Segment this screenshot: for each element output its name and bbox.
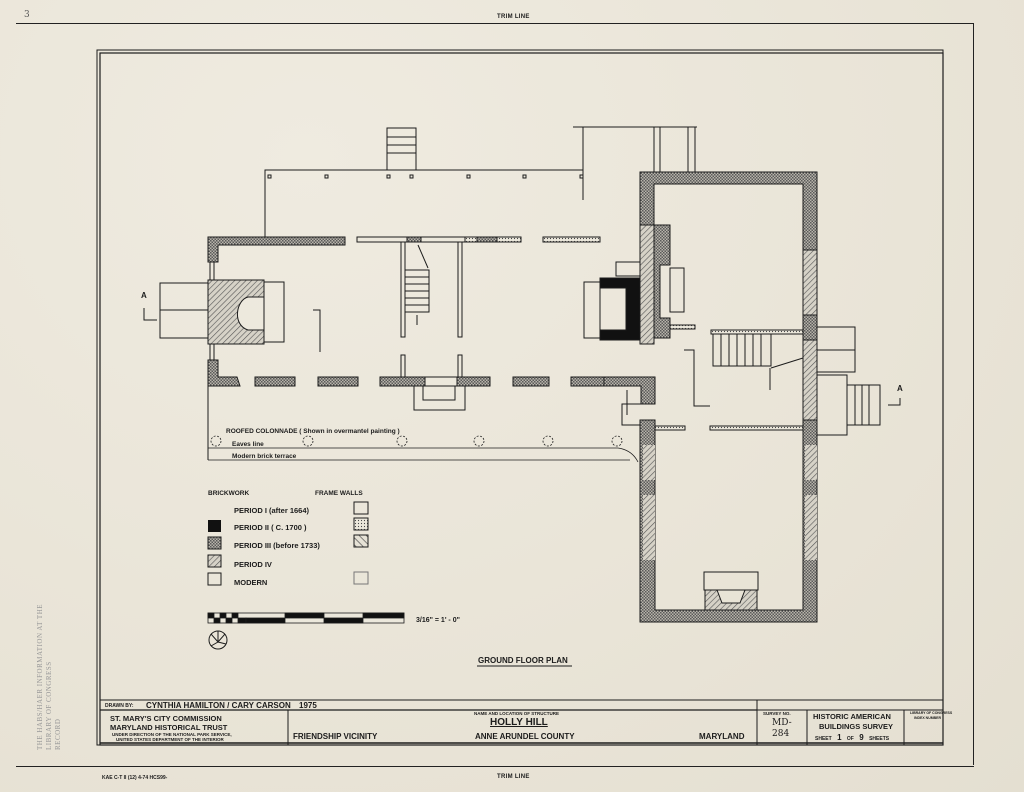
- section-marker-west: [143, 308, 157, 321]
- section-marker-west-label: A: [141, 291, 147, 300]
- sheet-label: SHEET: [815, 736, 832, 742]
- drawn-by-label: DRAWN BY:: [105, 703, 134, 709]
- county: ANNE ARUNDEL COUNTY: [475, 732, 575, 741]
- connector-lines: [621, 390, 641, 426]
- east-stair: [684, 329, 804, 407]
- legend-label: PERIOD III (before 1733): [234, 541, 320, 550]
- west-room-lines: [159, 262, 321, 460]
- terrace-label: Modern brick terrace: [232, 453, 297, 460]
- center-hall: [356, 236, 522, 411]
- vicinity: FRIENDSHIP VICINITY: [293, 732, 378, 741]
- trim-line-label-top: TRIM LINE: [497, 14, 530, 20]
- org-line-1: ST. MARY'S CITY COMMISSION: [110, 714, 222, 723]
- west-room-walls: [207, 236, 426, 387]
- eaves-line-label: Eaves line: [232, 441, 264, 448]
- library-label-2: INDEX NUMBER: [914, 716, 942, 720]
- brick-swatch-empty: [207, 572, 222, 586]
- survey-title-2: BUILDINGS SURVEY: [819, 722, 894, 731]
- legend-row-period-4: PERIOD IV: [207, 554, 272, 569]
- legend-label: PERIOD I (after 1664): [234, 506, 310, 515]
- south-wall-center: [456, 376, 656, 405]
- legend-label: PERIOD II ( C. 1700 ): [234, 523, 307, 532]
- scale-label: 3/16" = 1' - 0": [416, 617, 460, 624]
- sheet-counter: SHEET 1 OF 9 SHEETS: [815, 733, 889, 742]
- survey-no-label: SURVEY NO.: [763, 711, 791, 716]
- sheet-total: 9: [859, 733, 864, 742]
- scale-bar: [207, 612, 405, 624]
- legend-label: MODERN: [234, 578, 267, 587]
- org-line-4: UNITED STATES DEPARTMENT OF THE INTERIOR: [116, 737, 224, 742]
- drawn-by-names: CYNTHIA HAMILTON / CARY CARSON: [146, 701, 291, 710]
- trim-line-label-bottom: TRIM LINE: [497, 774, 530, 780]
- frame-swatch-diagonal: [353, 534, 369, 548]
- name-location-label: NAME AND LOCATION OF STRUCTURE: [474, 711, 559, 716]
- drawn-year: 1975: [299, 701, 317, 710]
- structure-name: HOLLY HILL: [490, 717, 548, 728]
- brick-swatch-diagonal: [207, 554, 222, 568]
- legend-row-period-3: PERIOD III (before 1733): [207, 534, 369, 550]
- east-wing-walls: [639, 171, 818, 623]
- frame-swatch-dotted: [353, 517, 369, 531]
- org-line-2: MARYLAND HISTORICAL TRUST: [110, 723, 228, 732]
- library-label-1: LIBRARY OF CONGRESS: [910, 711, 953, 715]
- survey-no-line-2: 284: [772, 729, 790, 739]
- legend-row-period-2: PERIOD II ( C. 1700 ): [208, 517, 369, 532]
- central-chimney: [542, 224, 696, 345]
- drawing-title: GROUND FLOOR PLAN: [478, 656, 568, 665]
- legend-brickwork-header: BRICKWORK: [208, 490, 249, 497]
- north-arrow-icon: [208, 630, 228, 650]
- colonnade: [208, 435, 639, 463]
- print-code: KAE C-T II (12) 4-74 HCS99-: [102, 775, 168, 781]
- legend-row-modern: MODERN: [207, 571, 369, 587]
- brick-swatch-solid: [208, 520, 221, 532]
- sheet-corner-mark: 3: [24, 10, 30, 20]
- sheets-label: SHEETS: [869, 736, 890, 742]
- inner-border: [99, 52, 944, 746]
- frame-swatch-empty: [353, 501, 369, 515]
- legend-label: PERIOD IV: [234, 560, 272, 569]
- legend-row-period-1: PERIOD I (after 1664): [234, 501, 369, 515]
- survey-no-line-1: MD-: [772, 718, 792, 728]
- survey-title-1: HISTORIC AMERICAN: [813, 712, 891, 721]
- section-marker-east-label: A: [897, 384, 903, 393]
- colonnade-label: ROOFED COLONNADE ( Shown in overmantel p…: [226, 428, 400, 435]
- state: MARYLAND: [699, 732, 745, 741]
- rear-steps: [386, 127, 417, 171]
- rear-porch-outline: [264, 126, 697, 237]
- legend-frame-walls-header: FRAME WALLS: [315, 490, 363, 497]
- trim-line-top: [16, 23, 974, 24]
- of-label: OF: [846, 736, 854, 742]
- trim-line-right: [973, 23, 974, 765]
- trim-line-bottom: [16, 766, 974, 767]
- sheet-number: 1: [837, 733, 842, 742]
- brick-swatch-crosshatch: [207, 536, 222, 550]
- frame-swatch-empty-light: [353, 571, 369, 585]
- interior-stair: [404, 244, 430, 325]
- title-block-grid: [100, 699, 943, 745]
- section-marker-east: [888, 398, 901, 406]
- org-line-3: UNDER DIRECTION OF THE NATIONAL PARK SER…: [112, 732, 232, 737]
- east-porch-and-steps: [816, 326, 881, 436]
